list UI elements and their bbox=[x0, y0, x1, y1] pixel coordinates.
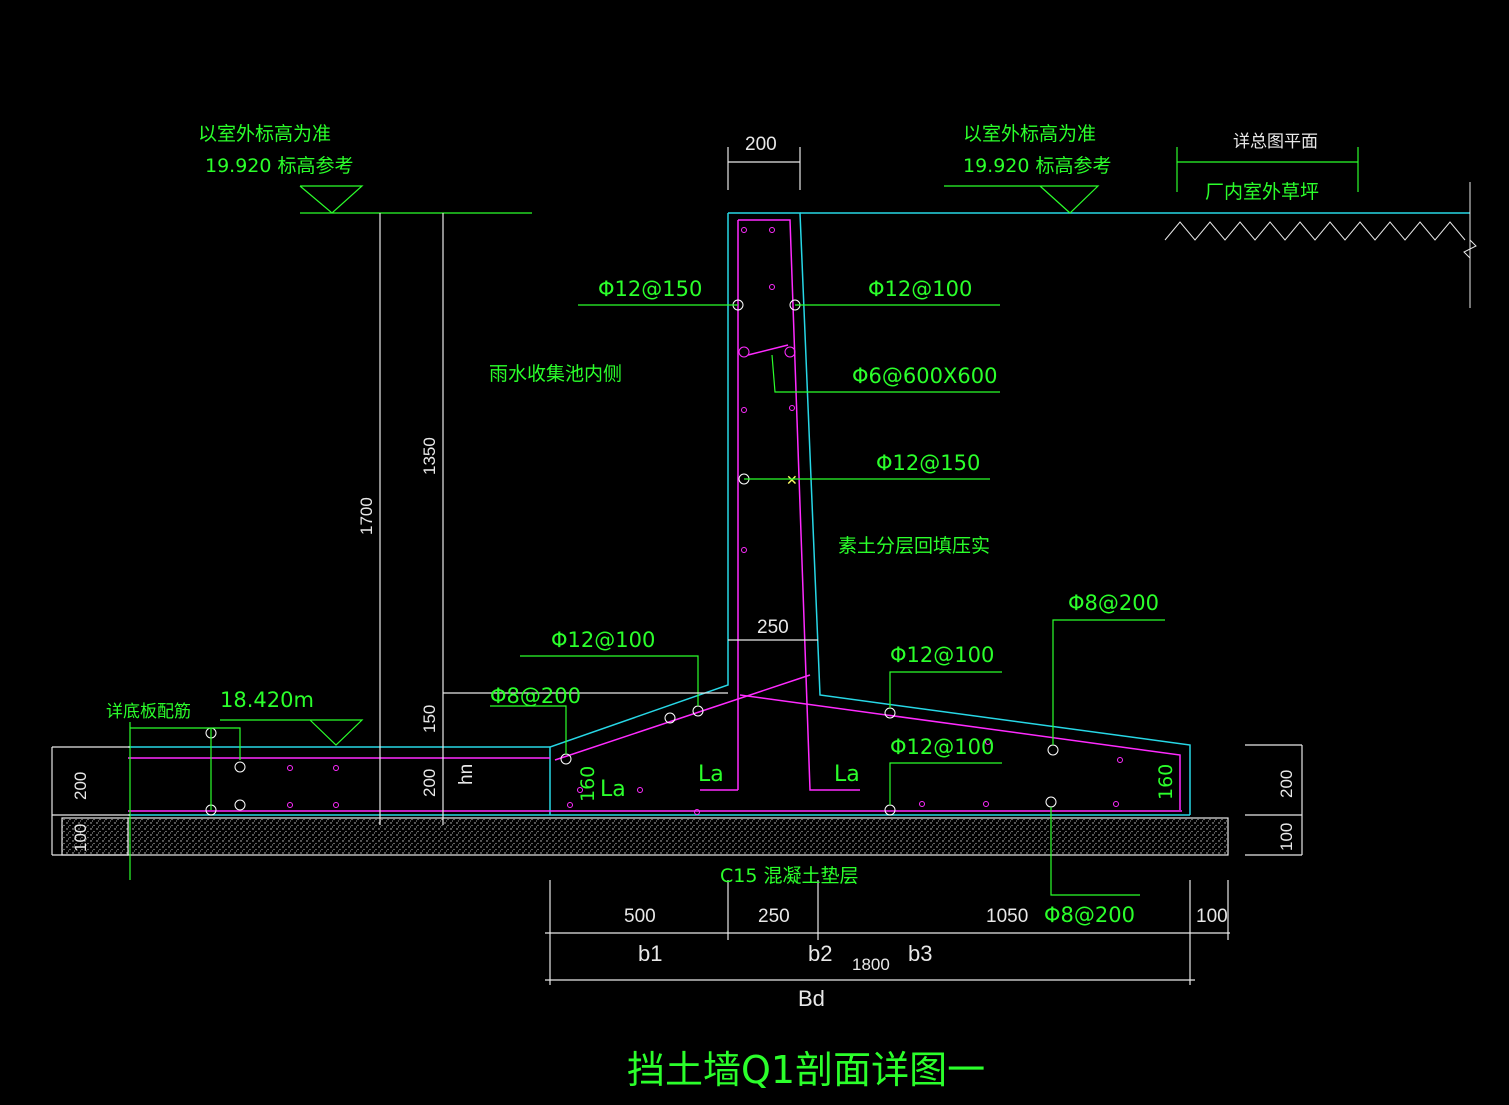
dim-100-right: 100 bbox=[1277, 823, 1296, 851]
ground-hatch bbox=[1164, 182, 1477, 308]
rebar-hook bbox=[747, 344, 789, 356]
dim-b2: b2 bbox=[808, 941, 832, 966]
rebar-wall-outer bbox=[738, 219, 860, 791]
rebar-label-5: Φ12@100 bbox=[551, 628, 655, 652]
dim-b1: b1 bbox=[638, 941, 662, 966]
dim-200-left: 200 bbox=[71, 772, 90, 800]
elevation-marker-left bbox=[299, 185, 532, 214]
ref-right-line1: 以室外标高为准 bbox=[963, 123, 1096, 145]
dim-250: 250 bbox=[758, 906, 790, 927]
dim-200-right: 200 bbox=[1277, 770, 1296, 798]
dim-200-mid: 200 bbox=[420, 769, 439, 797]
dim-500: 500 bbox=[624, 906, 656, 927]
dimension-lines bbox=[51, 147, 1303, 985]
dim-hn: hn bbox=[456, 764, 477, 785]
elevation-marker-slab bbox=[220, 719, 364, 746]
inner-side-label: 雨水收集池内侧 bbox=[489, 363, 622, 385]
backfill-label: 素土分层回填压实 bbox=[838, 535, 990, 557]
elevation-label: 18.420m bbox=[220, 688, 314, 712]
rebar-base-top-left bbox=[554, 674, 811, 761]
rebar-label-8: Φ12@100 bbox=[890, 735, 994, 759]
la-label-mid: La bbox=[698, 762, 724, 787]
dim-1050: 1050 bbox=[986, 906, 1028, 927]
bottom-slab-label: 详底板配筋 bbox=[106, 702, 191, 722]
rebar-label-1: Φ12@150 bbox=[598, 277, 702, 301]
rebar-label-2: Φ12@100 bbox=[868, 277, 972, 301]
la-label-right: La bbox=[834, 762, 860, 787]
rebar-label-3: Φ6@600X600 bbox=[852, 364, 997, 388]
plan-ref-label: 详总图平面 bbox=[1233, 132, 1318, 151]
ref-left-line2: 19.920 标高参考 bbox=[205, 155, 354, 177]
dim-wall-top: 200 bbox=[745, 134, 777, 155]
dim-b3: b3 bbox=[908, 941, 932, 966]
ref-right-line2: 19.920 标高参考 bbox=[963, 155, 1112, 177]
plan-ref-dimension bbox=[1176, 147, 1359, 192]
dim-wall-base: 250 bbox=[757, 617, 789, 638]
rebar-base-top-right bbox=[739, 694, 1181, 810]
drawing-title: 挡土墙Q1剖面详图一 bbox=[627, 1048, 985, 1092]
dim-bd: Bd bbox=[798, 986, 825, 1011]
wall-outline-left bbox=[549, 213, 729, 815]
la-label-left: La bbox=[600, 777, 626, 802]
dim-160-right: 160 bbox=[1155, 764, 1177, 800]
ref-left-line1: 以室外标高为准 bbox=[198, 123, 331, 145]
dim-160-left: 160 bbox=[577, 766, 599, 802]
wall-outline bbox=[728, 212, 1191, 815]
rebar-label-4: Φ12@150 bbox=[876, 451, 980, 475]
dim-1350: 1350 bbox=[420, 437, 439, 475]
rebar-label-10: Φ8@200 bbox=[1044, 903, 1135, 927]
rebar-label-7: Φ12@100 bbox=[890, 643, 994, 667]
dim-100: 100 bbox=[1196, 906, 1228, 927]
dim-1700: 1700 bbox=[357, 497, 376, 535]
leader-lines bbox=[129, 304, 1165, 896]
dim-1800: 1800 bbox=[852, 955, 890, 974]
cross-mark: ✕ bbox=[786, 473, 798, 489]
elevation-marker-right bbox=[944, 185, 1100, 214]
lawn-label: 厂内室外草坪 bbox=[1205, 181, 1319, 203]
rebar-label-9: Φ8@200 bbox=[1068, 591, 1159, 615]
dim-100-left: 100 bbox=[71, 824, 90, 852]
dim-150: 150 bbox=[420, 705, 439, 733]
cushion-label: C15 混凝土垫层 bbox=[720, 865, 858, 887]
concrete-cushion-left bbox=[61, 817, 129, 856]
concrete-cushion bbox=[127, 817, 1229, 856]
rebar-dots bbox=[287, 227, 1123, 815]
rebar-label-6: Φ8@200 bbox=[490, 684, 581, 708]
